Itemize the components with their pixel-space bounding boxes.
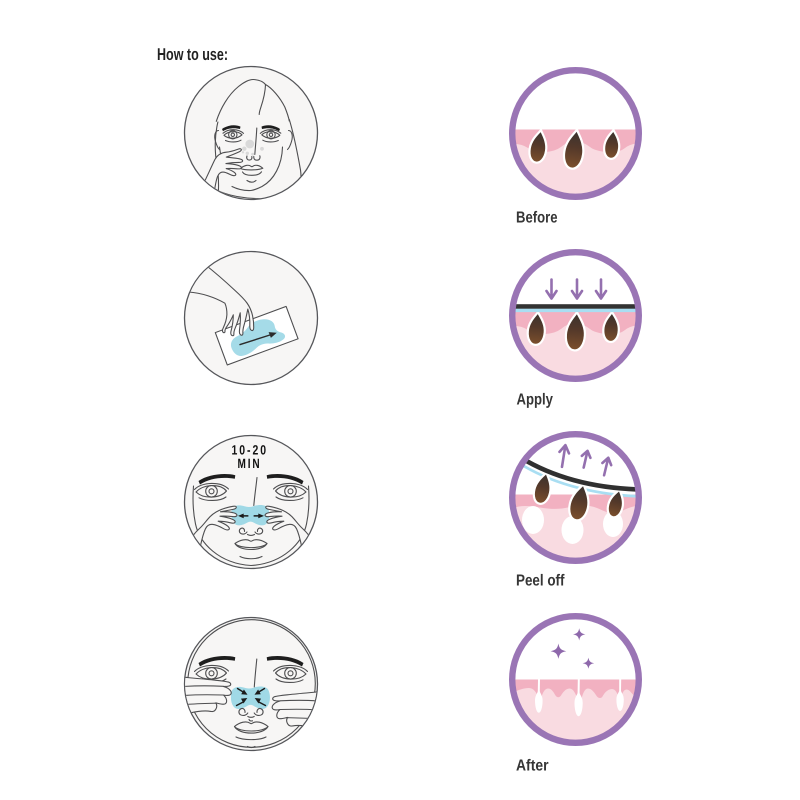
svg-text:Peel off: Peel off [516, 573, 565, 590]
svg-text:Apply: Apply [517, 392, 554, 409]
svg-text:Before: Before [516, 210, 558, 227]
svg-text:MIN: MIN [238, 456, 262, 471]
svg-text:10-20: 10-20 [232, 443, 269, 458]
svg-text:How to use:: How to use: [157, 45, 228, 64]
svg-text:After: After [516, 758, 549, 775]
